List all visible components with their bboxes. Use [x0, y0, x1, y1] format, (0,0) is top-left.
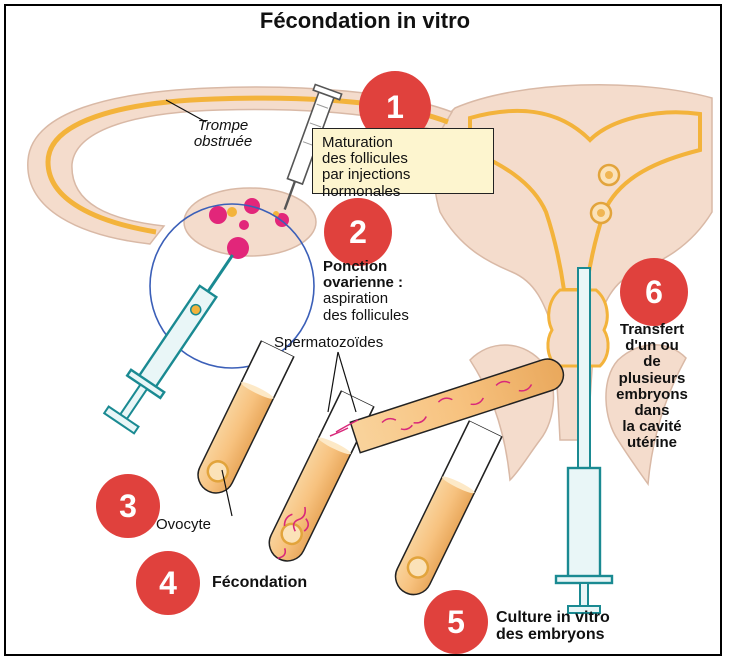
step-6-line-8: utérine: [596, 435, 708, 451]
step-6-line-5: embryons: [596, 387, 708, 403]
ovary: [184, 188, 316, 256]
step-number-1: 1: [375, 87, 415, 127]
step-1-line-2: des follicules: [322, 151, 410, 167]
label-trompe: Trompe obstruée: [168, 118, 278, 150]
step-number-3: 3: [108, 486, 148, 526]
step-2-heading-line-1: Ponction: [323, 259, 409, 275]
step-number-4: 4: [148, 563, 188, 603]
step-2-text: Ponction ovarienne : aspiration des foll…: [323, 259, 409, 324]
label-ovocyte: Ovocyte: [156, 517, 211, 533]
step-2-line-1: aspiration: [323, 291, 409, 307]
step-2-heading-line-2: ovarienne :: [323, 275, 409, 291]
step-2-line-2: des follicules: [323, 308, 409, 324]
test-tube-culture: [389, 421, 501, 600]
step-6-line-7: la cavité: [596, 419, 708, 435]
step-5-line-1: Culture in vitro: [496, 609, 610, 626]
step-6-line-2: d'un ou: [596, 338, 708, 354]
step-6-line-4: plusieurs: [596, 371, 708, 387]
step-1-line-3: par injections: [322, 167, 410, 183]
step-6-line-3: de: [596, 354, 708, 370]
step-1-line-4: hormonales: [322, 184, 410, 200]
label-trompe-line-1: Trompe: [168, 118, 278, 134]
step-1-text: Maturation des follicules par injections…: [322, 135, 410, 200]
step-6-line-6: dans: [596, 403, 708, 419]
step-number-5: 5: [436, 602, 476, 642]
step-number-6: 6: [634, 272, 674, 312]
label-trompe-line-2: obstruée: [168, 134, 278, 150]
step-6-line-1: Transfert: [596, 322, 708, 338]
label-spermatozoides: Spermatozoïdes: [274, 335, 383, 351]
step-5-line-2: des embryons: [496, 626, 610, 643]
step-6-text: Transfert d'un ou de plusieurs embryons …: [596, 322, 708, 452]
step-4-text: Fécondation: [212, 574, 307, 591]
aspiration-syringe: [103, 244, 250, 435]
step-1-line-1: Maturation: [322, 135, 410, 151]
step-5-text: Culture in vitro des embryons: [496, 609, 610, 644]
step-number-2: 2: [338, 212, 378, 252]
test-tube-fertilisation: [263, 391, 373, 567]
diagram-title: Fécondation in vitro: [0, 9, 730, 33]
